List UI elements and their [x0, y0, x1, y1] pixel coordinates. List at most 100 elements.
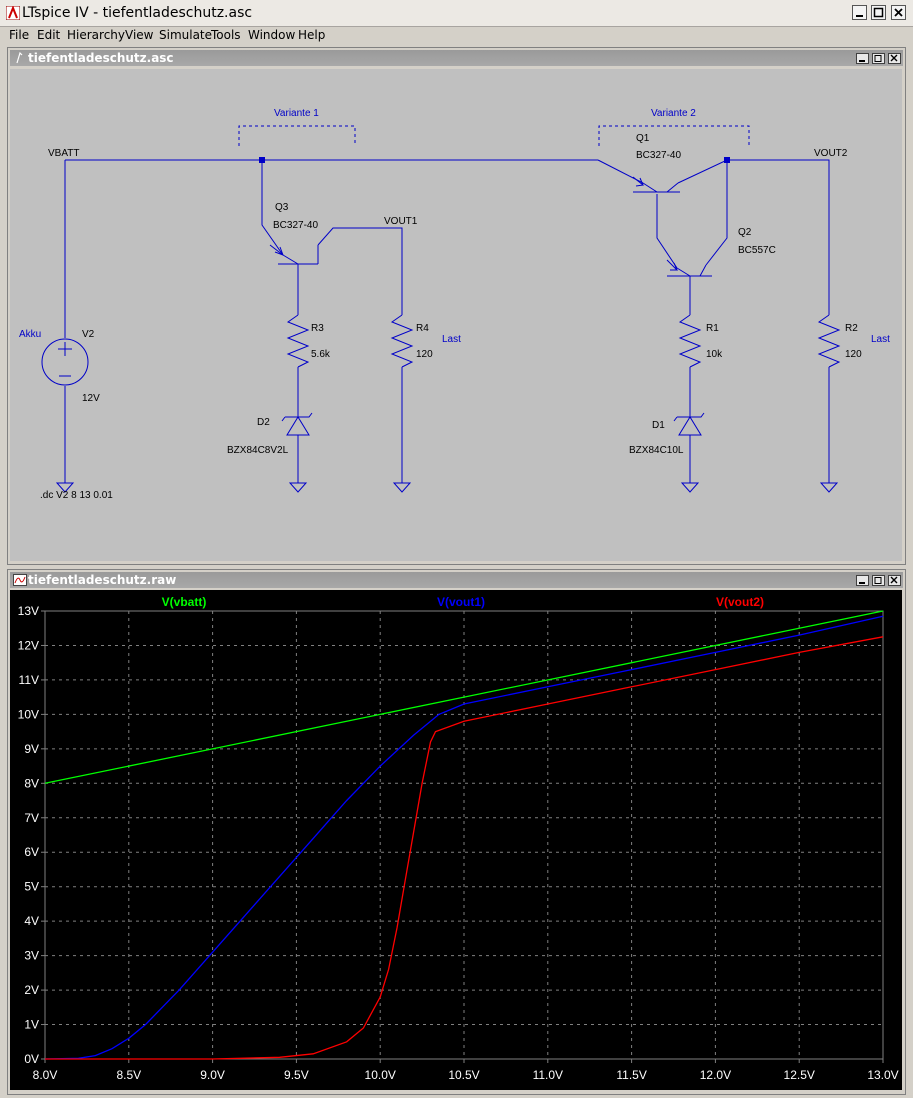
y-tick-label: 7V: [24, 811, 39, 825]
schematic-background: [10, 69, 902, 561]
plot-close-button[interactable]: [888, 575, 901, 586]
series-line-2: [45, 636, 884, 1060]
schematic-minimize-button[interactable]: [856, 53, 869, 64]
close-button[interactable]: [891, 5, 906, 20]
value-r1: 10k: [706, 349, 723, 360]
net-vout2: VOUT2: [814, 148, 848, 159]
schematic-canvas[interactable]: Variante 1 Variante 2 VBATT VOUT1 VOUT2 …: [10, 69, 902, 561]
y-tick-label: 1V: [24, 1018, 39, 1032]
x-tick-label: 8.5V: [116, 1068, 141, 1082]
x-tick-label: 9.5V: [284, 1068, 309, 1082]
label-r1: R1: [706, 323, 719, 334]
maximize-icon: [873, 7, 884, 18]
value-r3: 5.6k: [311, 349, 331, 360]
net-vout1: VOUT1: [384, 216, 418, 227]
close-icon: [890, 54, 898, 62]
legend-entry-2: V(vout2): [716, 595, 764, 609]
label-q1: Q1: [636, 133, 650, 144]
restore-icon: [874, 577, 882, 584]
title-bar[interactable]: LTspice IV - tiefentladeschutz.asc: [0, 0, 913, 27]
minimize-button[interactable]: [852, 5, 867, 20]
plot-series: [44, 610, 884, 1060]
close-icon: [894, 8, 903, 17]
maximize-button[interactable]: [871, 5, 886, 20]
plot-minimize-button[interactable]: [856, 575, 869, 586]
model-d1: BZX84C10L: [629, 445, 684, 456]
plot-restore-button[interactable]: [872, 575, 885, 586]
resistors[interactable]: [286, 314, 841, 368]
x-tick-label: 12.5V: [784, 1068, 815, 1082]
x-tick-label: 9.0V: [200, 1068, 225, 1082]
menu-edit[interactable]: Edit: [37, 28, 61, 42]
minimize-icon: [859, 60, 865, 62]
model-q2: BC557C: [738, 245, 776, 256]
y-tick-label: 6V: [24, 845, 39, 859]
y-tick-label: 10V: [18, 707, 39, 721]
zener-diodes[interactable]: [281, 412, 705, 436]
schematic-window-title: tiefentladeschutz.asc: [28, 51, 174, 65]
window-title: LTspice IV - tiefentladeschutz.asc: [22, 5, 253, 21]
menu-hierarchy[interactable]: Hierarchy: [67, 28, 126, 42]
x-tick-label: 10.5V: [448, 1068, 479, 1082]
spice-directive[interactable]: .dc V2 8 13 0.01: [40, 490, 113, 501]
y-tick-label: 5V: [24, 880, 39, 894]
transistor-q3[interactable]: [269, 244, 319, 265]
label-last2: Last: [871, 334, 890, 345]
plot-window-titlebar[interactable]: tiefentladeschutz.raw: [10, 572, 903, 588]
menu-view[interactable]: View: [125, 28, 154, 42]
minimize-icon: [859, 582, 865, 584]
menu-file[interactable]: File: [9, 28, 30, 42]
plot-frame: [41, 610, 884, 1063]
schematic-close-button[interactable]: [888, 53, 901, 64]
value-r4: 120: [416, 349, 433, 360]
ltspice-logo-icon: [6, 6, 20, 20]
plot-border: [44, 610, 884, 1060]
schematic-restore-button[interactable]: [872, 53, 885, 64]
menu-simulate[interactable]: Simulate: [159, 28, 213, 42]
x-tick-label: 11.0V: [533, 1068, 563, 1082]
series-line-0: [44, 610, 884, 784]
restore-icon: [874, 55, 882, 62]
label-d2: D2: [257, 417, 270, 428]
x-tick-label: 13.0V: [867, 1068, 898, 1082]
plot-window-title: tiefentladeschutz.raw: [28, 573, 177, 587]
menu-bar: File Edit Hierarchy View Simulate Tools …: [0, 27, 913, 45]
x-tick-label: 12.0V: [700, 1068, 731, 1082]
plot-legend: V(vbatt)V(vout1)V(vout2): [162, 595, 764, 609]
transistor-q1[interactable]: [632, 176, 680, 193]
x-tick-label: 11.5V: [616, 1068, 646, 1082]
label-last1: Last: [442, 334, 461, 345]
label-r2: R2: [845, 323, 858, 334]
label-r3: R3: [311, 323, 324, 334]
close-icon: [890, 576, 898, 584]
legend-entry-1: V(vout1): [437, 595, 485, 609]
ground-symbols: [55, 482, 839, 493]
waveform-plot[interactable]: 8.0V 8.5V 9.0V 9.5V 10.0V 10.5V 11.0V 11.5V 12.0…: [10, 590, 902, 1090]
transistor-q2[interactable]: [666, 259, 712, 277]
x-tick-label: 8.0V: [33, 1068, 58, 1082]
label-variante2: Variante 2: [651, 108, 696, 119]
schematic-window-titlebar[interactable]: tiefentladeschutz.asc: [10, 50, 903, 66]
x-tick-labels: 8.0V 8.5V 9.0V 9.5V 10.0V 10.5V 11.0V 11.5V 12.0…: [33, 1068, 899, 1082]
label-r4: R4: [416, 323, 429, 334]
menu-help[interactable]: Help: [298, 28, 326, 42]
y-tick-label: 4V: [24, 914, 39, 928]
x-tick-label: 10.0V: [365, 1068, 396, 1082]
value-r2: 120: [845, 349, 862, 360]
y-tick-label: 8V: [24, 776, 39, 790]
label-d1: D1: [652, 420, 665, 431]
plot-grid: [45, 611, 883, 1059]
y-tick-label: 11V: [19, 673, 39, 687]
waveform-doc-icon: [13, 574, 27, 586]
battery-v2[interactable]: [41, 338, 89, 386]
net-vbatt: VBATT: [48, 148, 79, 159]
label-q2: Q2: [738, 227, 752, 238]
menu-tools[interactable]: Tools: [211, 28, 241, 42]
model-d2: BZX84C8V2L: [227, 445, 289, 456]
label-variante1: Variante 1: [274, 108, 319, 119]
plot-background: [10, 590, 902, 1090]
menu-window[interactable]: Window: [248, 28, 296, 42]
y-tick-label: 12V: [18, 638, 39, 652]
label-akku: Akku: [19, 329, 41, 340]
